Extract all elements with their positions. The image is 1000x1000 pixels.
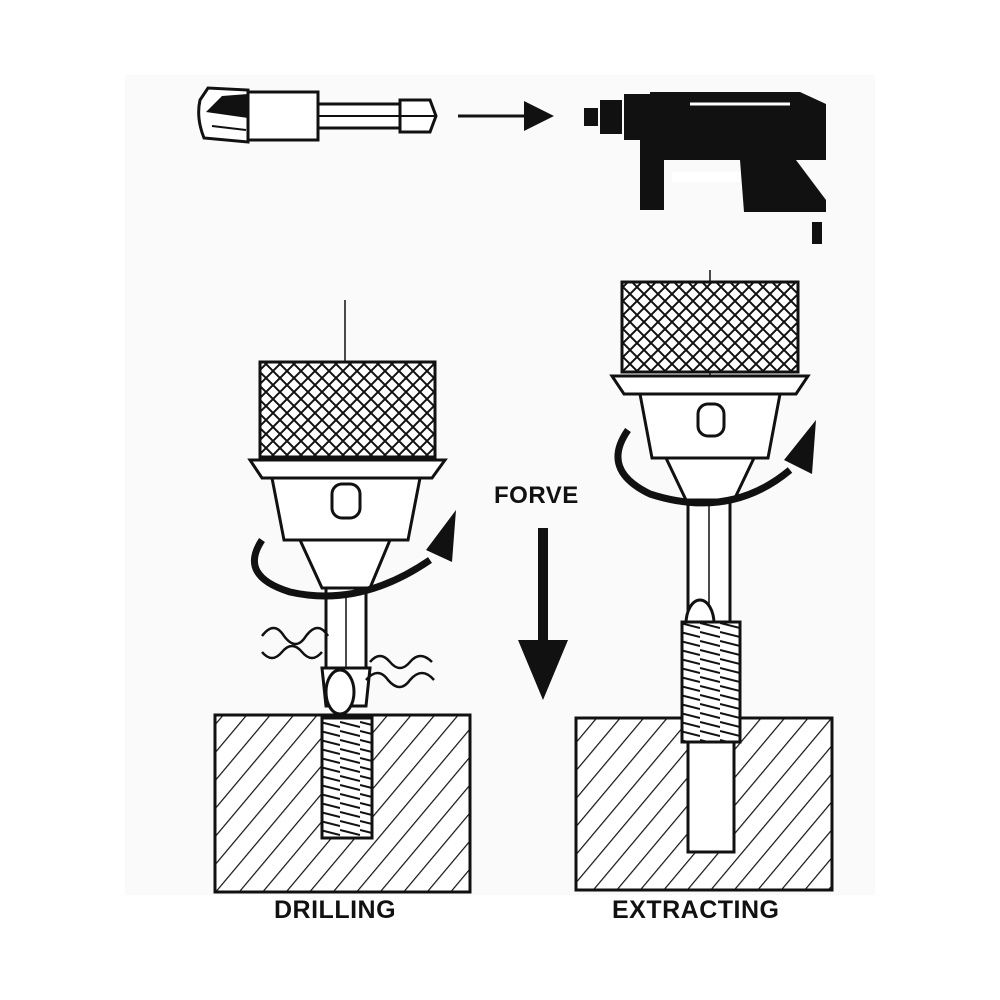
extracted-screw	[680, 620, 742, 744]
drill-chuck-icon	[620, 280, 800, 374]
chip-spiral-left	[261, 626, 330, 646]
drill-chuck-icon	[258, 360, 437, 459]
drilling-label: DRILLING	[274, 896, 397, 924]
threaded-hole	[320, 716, 374, 840]
extracting-label: EXTRACTING	[612, 896, 780, 924]
clockwise-arrow-icon	[250, 538, 432, 600]
counterclockwise-arrow-icon	[614, 427, 793, 507]
down-arrow-icon	[518, 528, 568, 700]
extracting-illustration	[574, 270, 834, 892]
power-drill-icon	[584, 92, 826, 244]
screw-extractor-bit-icon	[197, 86, 438, 144]
drilling-illustration	[213, 300, 472, 894]
force-label: FORVE	[494, 482, 579, 509]
empty-hole	[686, 740, 736, 854]
chip-spiral-right	[365, 671, 435, 689]
